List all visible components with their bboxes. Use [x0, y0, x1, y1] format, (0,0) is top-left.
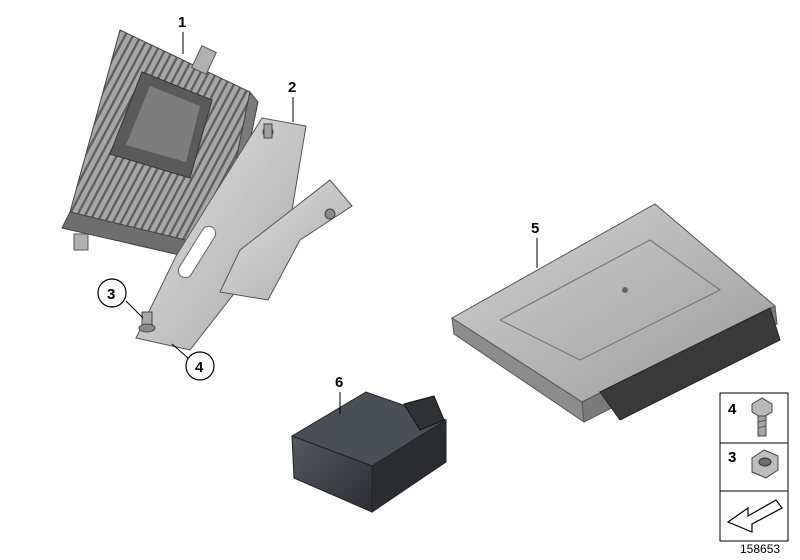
bracket-fastener — [138, 311, 156, 333]
legend-label-nut: 3 — [728, 449, 736, 466]
callout-6: 6 — [335, 374, 343, 414]
mounting-bracket-2 — [135, 117, 353, 351]
callout-2: 2 — [288, 79, 296, 122]
legend-label-screw: 4 — [728, 401, 737, 418]
callout-5: 5 — [531, 220, 539, 268]
control-module-6 — [290, 391, 448, 513]
callout-4: 4 — [171, 343, 215, 381]
small-parts-legend: 4 3 — [719, 392, 789, 542]
callout-1: 1 — [178, 14, 186, 54]
callout-label-3: 3 — [107, 286, 115, 303]
reference-number: 158653 — [740, 542, 780, 556]
callout-label-1: 1 — [178, 14, 186, 31]
screw-icon — [751, 397, 773, 437]
control-module-5 — [451, 203, 781, 424]
nut-icon — [751, 449, 779, 479]
callout-label-5: 5 — [531, 220, 539, 237]
arrow-icon — [726, 499, 783, 533]
callout-label-4: 4 — [195, 359, 204, 376]
callout-label-6: 6 — [335, 374, 343, 391]
callout-label-2: 2 — [288, 79, 296, 96]
callout-3: 3 — [97, 278, 144, 319]
